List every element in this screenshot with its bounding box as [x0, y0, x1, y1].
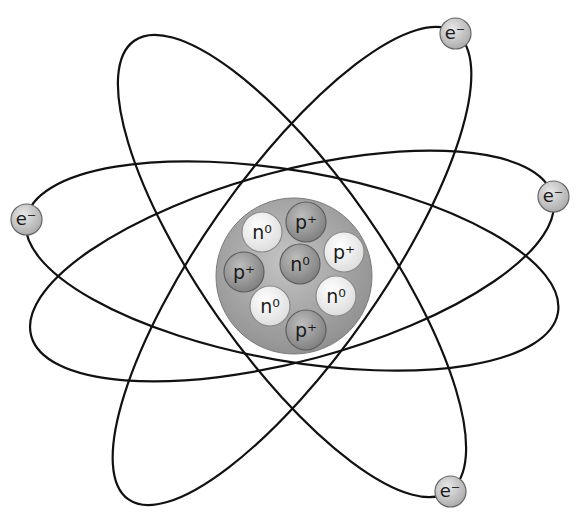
neutron-circle [316, 276, 356, 316]
neutron: p⁺ [323, 231, 365, 273]
particle-symbol: e⁻ [445, 24, 466, 42]
electron: e⁻ [10, 203, 43, 236]
orbit [10, 126, 575, 407]
electron: e⁻ [434, 475, 467, 508]
proton-circle [224, 252, 264, 292]
electron-circle [11, 204, 42, 235]
neutron: n⁰ [315, 275, 357, 317]
nucleus [216, 198, 372, 354]
particle-symbol: n⁰ [252, 223, 272, 242]
particle-symbol: p⁺ [233, 263, 255, 282]
particle-symbol: e⁻ [440, 482, 461, 500]
orbit [55, 0, 529, 516]
particle-symbol: p⁺ [333, 243, 355, 262]
proton: p⁺ [223, 251, 265, 293]
proton-circle [286, 202, 326, 242]
proton: p⁺ [285, 309, 327, 351]
neutron: n⁰ [241, 211, 283, 253]
neutron-circle [324, 232, 364, 272]
orbits [7, 0, 578, 516]
proton: p⁺ [285, 201, 327, 243]
proton-circle [286, 310, 326, 350]
particle-symbol: e⁻ [16, 210, 37, 228]
particle-symbol: n⁰ [326, 287, 346, 306]
proton: n⁰ [279, 243, 321, 285]
neutron-circle [250, 286, 290, 326]
particle-symbol: n⁰ [290, 255, 310, 274]
electron: e⁻ [537, 180, 570, 213]
neutron: n⁰ [249, 285, 291, 327]
particle-symbol: e⁻ [543, 187, 564, 205]
electron-circle [538, 181, 569, 212]
particle-symbol: p⁺ [295, 213, 317, 232]
orbit [7, 104, 578, 427]
neutron-circle [242, 212, 282, 252]
orbit [61, 0, 524, 516]
electron-circle [435, 476, 466, 507]
electron-circle [440, 18, 471, 49]
particle-symbol: n⁰ [260, 297, 280, 316]
particle-symbol: p⁺ [295, 321, 317, 340]
proton-circle [280, 244, 320, 284]
electron: e⁻ [439, 17, 472, 50]
